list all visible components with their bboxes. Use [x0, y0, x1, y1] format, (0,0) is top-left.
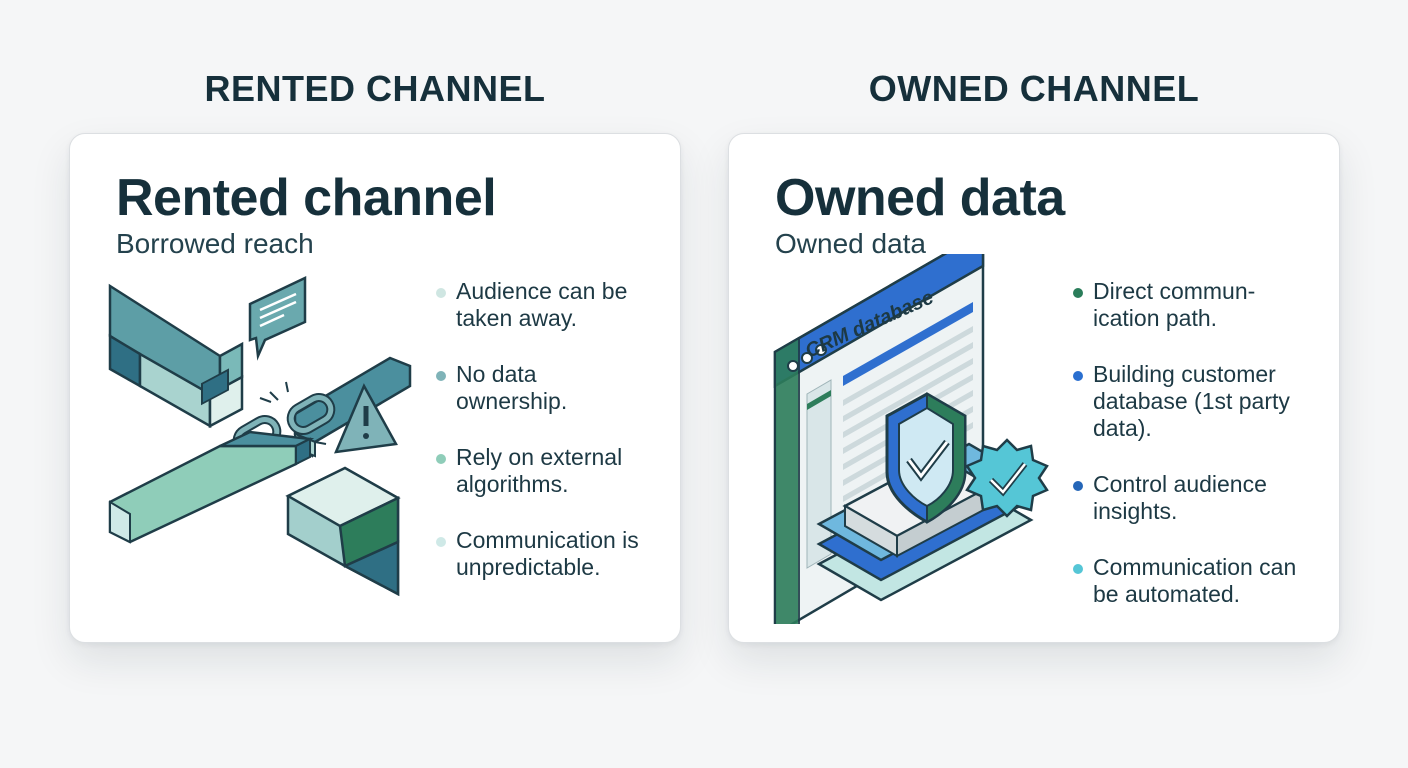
- list-item: Building customer database (1st party da…: [1071, 361, 1311, 442]
- bullet-dot: [1073, 371, 1083, 381]
- bullet-dot: [436, 371, 446, 381]
- broken-chain-illustration: [108, 276, 412, 597]
- bullet-dot: [436, 288, 446, 298]
- list-item: Audience can be taken away.: [434, 278, 649, 332]
- bullet-dot: [1073, 288, 1083, 298]
- bullet-dot: [436, 537, 446, 547]
- rented-channel-card: Rented channel Borrowed reach: [69, 133, 681, 643]
- badge-check-icon: [965, 438, 1049, 518]
- bullet-dot: [1073, 481, 1083, 491]
- list-item: Rely on external algorithms.: [434, 444, 649, 498]
- lower-tube-shape: [108, 430, 315, 544]
- speech-bubble-icon: [248, 276, 307, 361]
- shield-check-icon: [885, 392, 967, 524]
- bullet-dot: [436, 454, 446, 464]
- warning-icon: [333, 383, 398, 454]
- lower-box-shape: [285, 466, 401, 597]
- rented-bullet-list: Audience can be taken away. No data owne…: [434, 278, 649, 610]
- owned-channel-card: Owned data Owned data CRM database: [728, 133, 1340, 643]
- owned-card-subtitle: Owned data: [775, 228, 926, 259]
- list-item: Direct commun-ication path.: [1071, 278, 1311, 332]
- rented-column-heading: RENTED CHANNEL: [204, 68, 546, 109]
- owned-bullet-list: Direct commun-ication path. Building cus…: [1071, 278, 1311, 637]
- rented-card-subtitle: Borrowed reach: [116, 228, 314, 259]
- bullet-dot: [1073, 564, 1083, 574]
- rented-card-title: Rented channel: [116, 169, 497, 227]
- list-item: Communication can be automated.: [1071, 554, 1311, 608]
- owned-card-title: Owned data: [775, 169, 1065, 227]
- list-item: Communication is unpredictable.: [434, 527, 649, 581]
- list-item: Control audience insights.: [1071, 471, 1311, 525]
- list-item: No data ownership.: [434, 361, 649, 415]
- owned-column-heading: OWNED CHANNEL: [868, 68, 1200, 109]
- upper-tube-shape: [108, 283, 244, 429]
- database-window-icon: CRM database: [773, 254, 1049, 624]
